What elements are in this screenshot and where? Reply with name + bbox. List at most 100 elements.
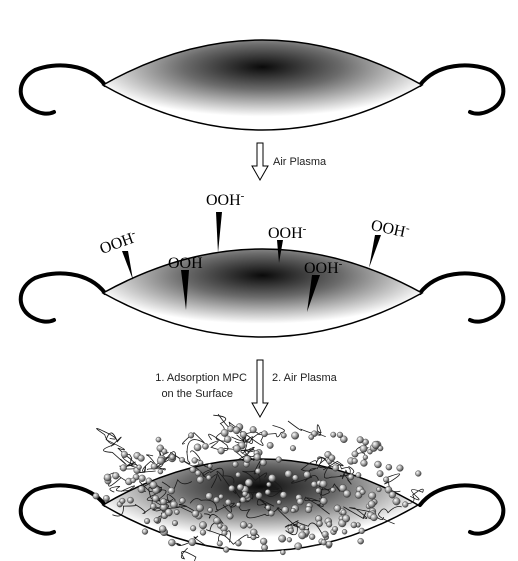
polymer-chain bbox=[192, 457, 235, 484]
polymer-chain bbox=[228, 499, 280, 519]
mpc-bead bbox=[333, 504, 342, 513]
mpc-bead bbox=[228, 485, 235, 492]
mpc-bead bbox=[296, 498, 304, 506]
mpc-bead bbox=[235, 502, 242, 508]
polymer-chain bbox=[316, 483, 341, 500]
mpc-bead bbox=[156, 456, 165, 465]
mpc-bead bbox=[136, 464, 142, 470]
mpc-bead bbox=[261, 430, 268, 438]
mpc-bead bbox=[158, 525, 167, 533]
mpc-bead bbox=[268, 510, 275, 517]
mpc-bead bbox=[145, 477, 153, 484]
mpc-bead bbox=[205, 492, 213, 500]
lens-coated bbox=[18, 413, 506, 561]
mpc-bead bbox=[294, 542, 303, 551]
mpc-bead bbox=[149, 481, 158, 489]
ooh-group-charge: - bbox=[303, 223, 307, 235]
mpc-bead bbox=[280, 432, 287, 439]
mpc-bead bbox=[350, 521, 358, 529]
mpc-bead bbox=[383, 476, 390, 483]
polymer-chain bbox=[378, 506, 402, 525]
mpc-bead bbox=[268, 474, 276, 482]
mpc-bead bbox=[168, 538, 176, 547]
bond-wedge bbox=[181, 270, 189, 310]
arrow-step-1 bbox=[251, 142, 269, 182]
mpc-bead bbox=[199, 529, 207, 536]
mpc-bead bbox=[367, 500, 376, 509]
mpc-bead bbox=[202, 442, 209, 450]
bond-wedge bbox=[216, 212, 222, 253]
ooh-group-label: OOH bbox=[206, 192, 241, 209]
ooh-group-label: OOH bbox=[369, 217, 407, 241]
mpc-bead bbox=[374, 460, 382, 469]
mpc-bead bbox=[232, 426, 241, 435]
mpc-bead bbox=[264, 489, 271, 496]
mpc-bead bbox=[205, 474, 212, 481]
mpc-bead bbox=[362, 454, 369, 460]
mpc-bead bbox=[290, 507, 296, 514]
mpc-bead bbox=[103, 473, 112, 482]
polymer-chain bbox=[180, 547, 197, 561]
mpc-bead bbox=[171, 520, 178, 527]
svg-text:OOH-: OOH- bbox=[206, 190, 245, 209]
mpc-bead bbox=[260, 537, 268, 546]
mpc-bead bbox=[174, 509, 180, 515]
mpc-bead bbox=[236, 483, 244, 491]
mpc-bead bbox=[149, 503, 157, 510]
mpc-bead bbox=[328, 454, 336, 462]
mpc-bead bbox=[275, 456, 282, 463]
mpc-bead bbox=[280, 549, 286, 556]
step2-label-left-line1: 1. Adsorption MPC bbox=[155, 372, 247, 384]
mpc-bead bbox=[190, 525, 197, 532]
mpc-bead bbox=[358, 527, 365, 535]
mpc-bead bbox=[384, 486, 393, 494]
ooh-group-label: OOH bbox=[98, 230, 137, 258]
svg-text:OOH-: OOH- bbox=[369, 215, 411, 242]
mpc-bead bbox=[299, 524, 306, 531]
mpc-bead bbox=[336, 431, 344, 439]
mpc-bead bbox=[179, 497, 186, 504]
mpc-bead bbox=[341, 529, 348, 535]
haptic-right bbox=[418, 63, 506, 116]
polymer-chain bbox=[139, 482, 163, 507]
lens-body bbox=[101, 248, 424, 338]
mpc-bead bbox=[92, 492, 100, 500]
mpc-bead bbox=[194, 469, 202, 477]
mpc-bead bbox=[265, 504, 271, 511]
mpc-bead bbox=[144, 518, 151, 525]
mpc-bead bbox=[161, 448, 168, 455]
polymer-chain bbox=[112, 504, 154, 517]
bond-wedge bbox=[122, 251, 133, 280]
svg-text:OOH-: OOH- bbox=[97, 227, 140, 258]
mpc-bead bbox=[179, 456, 186, 463]
mpc-bead bbox=[152, 495, 160, 503]
mpc-bead bbox=[288, 527, 294, 534]
mpc-bead bbox=[213, 496, 220, 504]
mpc-bead bbox=[385, 464, 393, 471]
mpc-bead bbox=[319, 497, 328, 505]
mpc-bead bbox=[291, 431, 299, 440]
mpc-bead bbox=[250, 528, 258, 537]
polymer-chain bbox=[245, 425, 285, 438]
mpc-bead bbox=[191, 457, 198, 464]
mpc-bead bbox=[193, 443, 202, 452]
mpc-bead bbox=[150, 462, 158, 470]
mpc-bead bbox=[356, 436, 364, 444]
mpc-bead bbox=[169, 454, 176, 461]
lens-activated: OOH- OOH- OOH- OOH- OOH OOH- bbox=[18, 190, 506, 338]
mpc-bead bbox=[224, 498, 232, 506]
polymer-chain bbox=[304, 475, 330, 496]
ooh-group-charge: - bbox=[241, 190, 245, 202]
ooh-group-charge: - bbox=[339, 258, 343, 270]
mpc-bead bbox=[279, 491, 288, 499]
mpc-bead bbox=[243, 455, 252, 464]
mpc-bead bbox=[232, 444, 241, 453]
haptic-left bbox=[18, 271, 107, 324]
mpc-bead bbox=[321, 530, 329, 538]
svg-text:OOH: OOH bbox=[168, 255, 203, 272]
mpc-bead bbox=[221, 530, 228, 536]
mpc-bead bbox=[376, 486, 382, 493]
mpc-bead bbox=[244, 478, 253, 487]
mpc-bead bbox=[286, 537, 293, 543]
